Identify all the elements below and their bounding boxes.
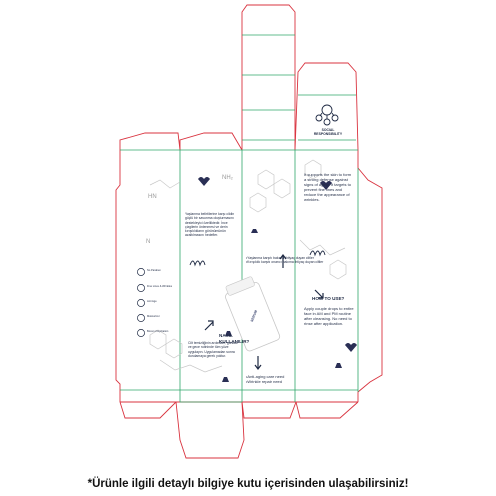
social-responsibility-logo [315, 104, 339, 126]
flask-icon-4 [335, 363, 342, 368]
arrow-diag-icon [204, 320, 214, 331]
icon-label-no-paraben: No Paraben [147, 269, 161, 272]
center-need-en: •Anti-aging care need •Wrinkle repair ne… [246, 374, 294, 384]
arrow-diag-icon-2 [314, 289, 324, 299]
tr-how-text: Cilt temizliğinin ardından, gündüz ve ge… [188, 341, 238, 358]
center-need-tr: •Yaşlanma karşıtı bakıma ihtiyaç duyan c… [246, 256, 324, 265]
tr-how-title: NASIL KULLANILIR? [219, 333, 250, 344]
flask-icon [251, 229, 258, 233]
heart-icon-3 [345, 343, 357, 352]
tr-intro-text: Yaşlanma belirtilerine karşı cildin güçl… [185, 212, 235, 238]
svg-text:NH₂: NH₂ [222, 175, 234, 181]
squiggle-decorations [189, 250, 326, 267]
arrow-down-icon [254, 356, 262, 370]
footer-note: *Ürünle ilgili detaylı bilgiye kutu içer… [87, 478, 409, 490]
center-need-en-2: •Wrinkle repair need [246, 379, 283, 384]
center-need-tr-2: •Kırışıklık karşıtı onarıcı bakıma ihtiy… [246, 260, 324, 265]
icon-label-moisturizer: Moisturizer [147, 315, 160, 318]
flask-icon-2 [225, 331, 232, 336]
arrows [204, 254, 324, 370]
product-bottle [225, 276, 281, 352]
social-responsibility-label: SOCIAL RESPONSIBILITY [313, 128, 343, 137]
icon-label-hydration: Boost of Hydration [147, 330, 169, 333]
en-how-title: HOW TO USE? [312, 296, 345, 301]
heart-icon [198, 177, 210, 186]
heart-icon-2 [320, 181, 332, 190]
chemical-labels: HN NH₂ N [146, 175, 234, 245]
center-need-tr-1: •Yaşlanma karşıtı bakıma ihtiyaç duyan c… [246, 256, 314, 260]
flask-icon-3 [222, 377, 229, 382]
center-need-en-1: •Anti-aging care need [246, 374, 285, 379]
fold-lines [120, 34, 359, 403]
icon-label-anti-age: Anti Age [147, 300, 157, 303]
icon-label-fine-lines: Fine Lines & Wrinkles [147, 285, 173, 288]
en-how-text: Apply couple drops to entire face in AM … [304, 306, 354, 326]
flask-icons [198, 177, 357, 382]
en-intro-text: It supports the skin to form a strong de… [304, 172, 352, 202]
svg-text:N: N [146, 239, 150, 245]
feature-icon-circles [137, 268, 145, 337]
arrow-up-icon [279, 254, 287, 268]
molecule-graphics [149, 159, 347, 373]
svg-text:HN: HN [148, 194, 157, 200]
